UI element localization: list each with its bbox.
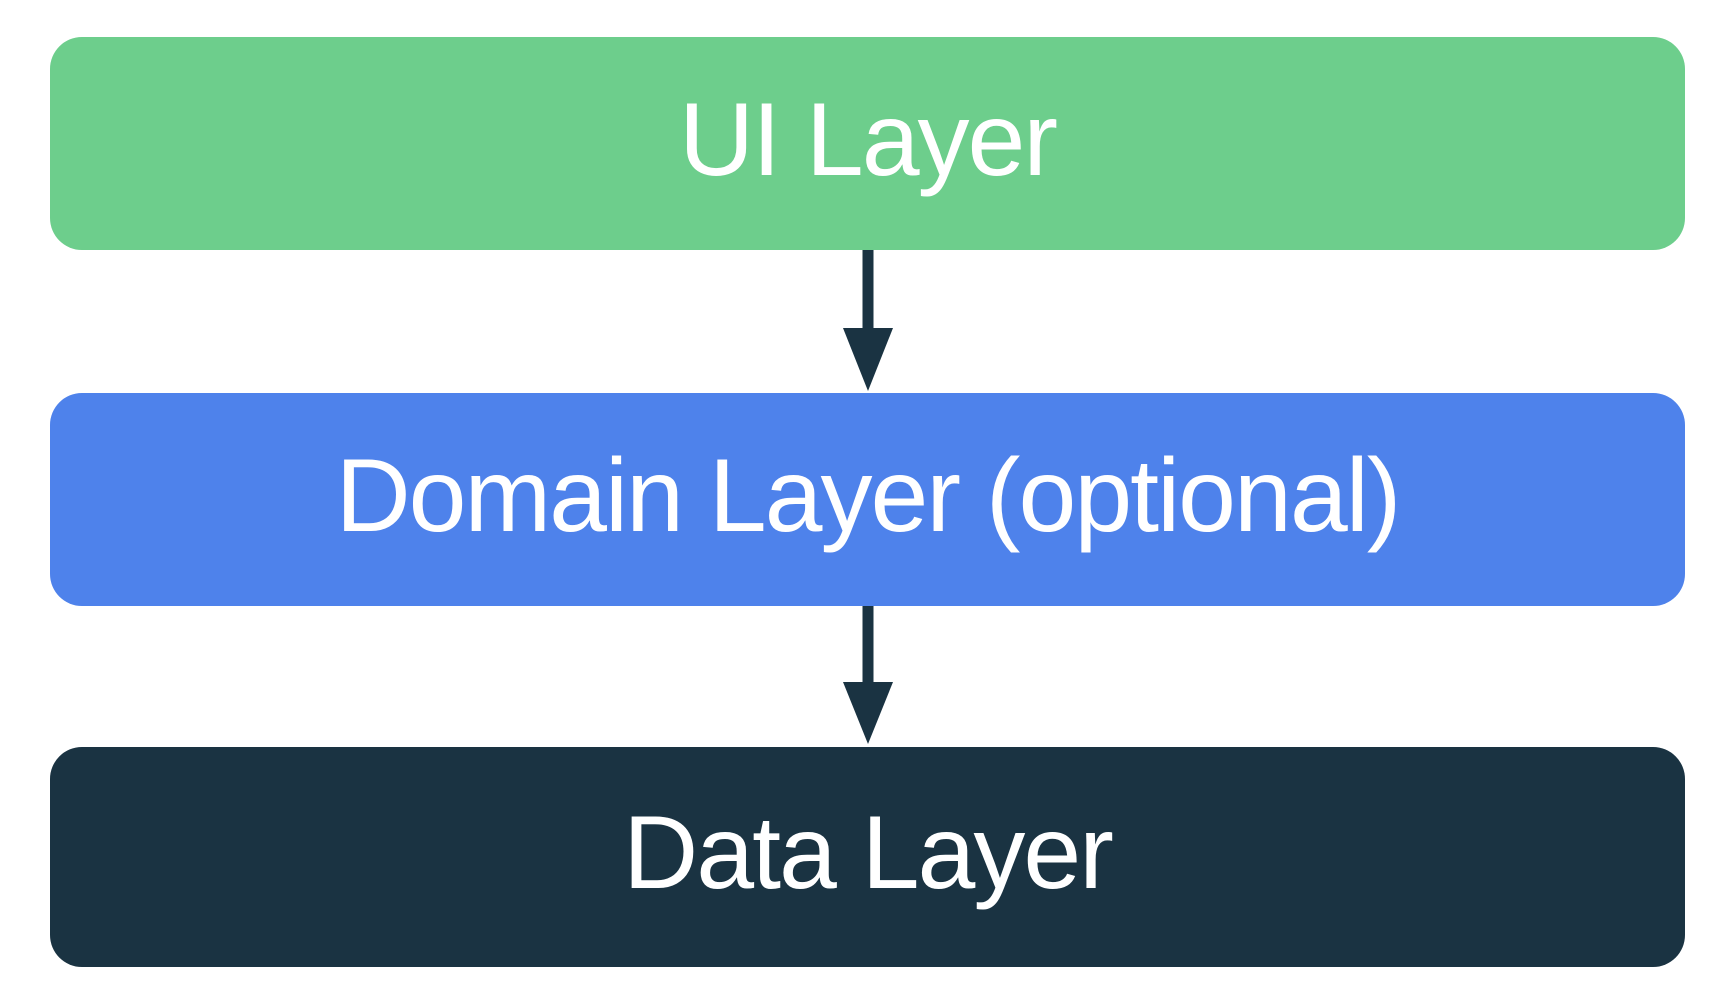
ui-layer-label: UI Layer <box>678 81 1058 198</box>
domain-layer-label: Domain Layer (optional) <box>335 437 1402 554</box>
data-layer-label: Data Layer <box>623 795 1114 911</box>
data-layer-box: Data Layer <box>50 747 1685 967</box>
down-arrow-icon <box>842 250 893 391</box>
layer-stack: UI Layer Domain Layer (optional) Data La… <box>50 37 1685 967</box>
domain-layer-box: Domain Layer (optional) <box>50 393 1685 606</box>
ui-layer-box: UI Layer <box>50 37 1685 250</box>
down-arrow-icon <box>842 606 893 744</box>
